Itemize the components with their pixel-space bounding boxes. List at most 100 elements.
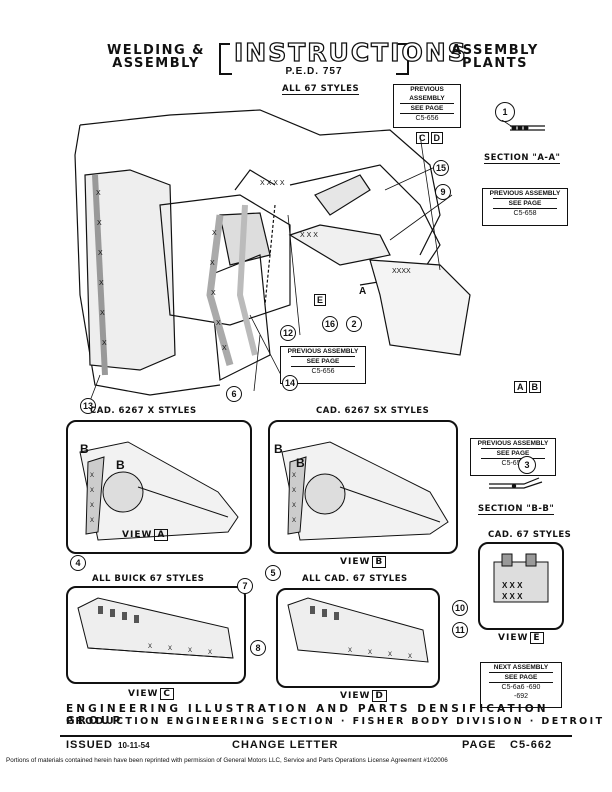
view-c-word: VIEW xyxy=(128,689,159,699)
caption-all-cad-67: ALL CAD. 67 STYLES xyxy=(302,574,408,584)
svg-text:X: X xyxy=(90,503,94,509)
ref-box-prev-4: PREVIOUS ASSEMBLY SEE PAGE C5-658 xyxy=(470,438,556,476)
svg-text:X: X xyxy=(90,488,94,494)
title-bracket-lines xyxy=(219,43,409,75)
header-right-line2: PLANTS xyxy=(462,56,528,71)
svg-text:X: X xyxy=(90,518,94,524)
ref-box-page: C5-656 xyxy=(415,115,439,122)
panel-view-a: X X X X B B xyxy=(66,420,252,554)
header-title: INSTRUCTIONS xyxy=(233,37,468,67)
footer-division-line: PRODUCTION ENGINEERING SECTION · FISHER … xyxy=(66,716,605,727)
next-box-page: C5-6a6 -690 xyxy=(501,684,541,691)
header-left-line1: WELDING & xyxy=(106,43,206,58)
svg-text:X: X xyxy=(222,345,227,352)
footer-rule xyxy=(60,735,572,737)
svg-text:X: X xyxy=(211,290,216,297)
header-ped: P.E.D. 757 xyxy=(285,66,343,77)
section-bb-label: SECTION "B-B" xyxy=(478,504,555,515)
ref-box-title: PREVIOUS ASSEMBLY xyxy=(409,86,445,102)
letter-b: B xyxy=(528,381,541,393)
section-b-left: B xyxy=(80,442,89,456)
ref-box-title: PREVIOUS ASSEMBLY xyxy=(477,440,549,447)
section-b-right: B xyxy=(296,456,305,470)
letter-c: C xyxy=(416,132,429,144)
caption-all-buick-67: ALL BUICK 67 STYLES xyxy=(92,574,205,584)
view-b-letter: B xyxy=(372,556,387,568)
svg-text:X X X: X X X xyxy=(300,232,318,239)
section-arrow-a: A xyxy=(359,286,367,297)
svg-text:X: X xyxy=(100,310,105,317)
header-right: ASSEMBLY PLANTS xyxy=(445,44,545,70)
ref-box-see: SEE PAGE xyxy=(493,198,557,209)
next-box-title: NEXT ASSEMBLY xyxy=(493,664,549,671)
callout-4: 4 xyxy=(70,555,86,571)
svg-text:X: X xyxy=(210,260,215,267)
callout-13: 13 xyxy=(80,398,96,414)
page-label: PAGE xyxy=(462,739,497,751)
section-aa-label: SECTION "A-A" xyxy=(484,153,561,164)
svg-text:X: X xyxy=(348,648,352,654)
callout-9: 9 xyxy=(435,184,451,200)
section-bb-sketch xyxy=(489,477,543,489)
ref-box-see: SEE PAGE xyxy=(400,103,454,114)
callout-15: 15 xyxy=(433,160,449,176)
next-box-page2: -692 xyxy=(513,693,528,700)
svg-text:X: X xyxy=(98,250,103,257)
caption-cad-6267-x: CAD. 6267 X STYLES xyxy=(90,406,197,416)
callout-2: 2 xyxy=(346,316,362,332)
view-d-letter: D xyxy=(372,690,387,702)
callout-6: 6 xyxy=(226,386,242,402)
svg-text:X: X xyxy=(96,190,101,197)
view-b-word: VIEW xyxy=(340,557,371,567)
svg-text:X: X xyxy=(292,503,296,509)
svg-text:X X X: X X X xyxy=(502,581,523,590)
callout-1: 1 xyxy=(495,102,515,122)
svg-text:X: X xyxy=(168,646,172,652)
header-right-line1: ASSEMBLY xyxy=(451,43,539,58)
view-a-letter: A xyxy=(154,529,169,541)
issued-label: ISSUED xyxy=(66,739,113,751)
view-e-letter: E xyxy=(530,632,544,644)
ref-box-see: SEE PAGE xyxy=(291,356,355,367)
next-assembly-box: NEXT ASSEMBLY SEE PAGE C5-6a6 -690 -692 xyxy=(480,662,562,708)
svg-text:X: X xyxy=(102,340,107,347)
callout-7: 7 xyxy=(237,578,253,594)
callout-5: 5 xyxy=(265,565,281,581)
caption-all-67-styles: ALL 67 STYLES xyxy=(282,84,360,95)
svg-text:X: X xyxy=(212,230,217,237)
view-a-word: VIEW xyxy=(122,530,153,540)
svg-text:X: X xyxy=(292,488,296,494)
callout-12: 12 xyxy=(280,325,296,341)
svg-text:XXXX: XXXX xyxy=(392,268,411,275)
callout-8: 8 xyxy=(250,640,266,656)
view-e-word: VIEW xyxy=(498,633,529,643)
header-left-line2: ASSEMBLY xyxy=(112,56,200,71)
section-aa-sketch xyxy=(501,120,545,131)
view-c-letter: C xyxy=(160,688,174,700)
svg-text:X: X xyxy=(99,280,104,287)
section-b-left: B xyxy=(274,442,283,456)
ref-box-page: C5-658 xyxy=(501,460,525,467)
ref-box-title: PREVIOUS ASSEMBLY xyxy=(287,348,359,355)
svg-text:X: X xyxy=(90,473,94,479)
svg-text:X: X xyxy=(148,644,152,650)
header-title-frame: INSTRUCTIONS P.E.D. 757 xyxy=(214,37,468,80)
svg-text:X: X xyxy=(216,320,221,327)
ref-box-page: C5-656 xyxy=(311,368,335,375)
ref-box-page: C5-658 xyxy=(513,210,537,217)
svg-text:X: X xyxy=(408,654,412,660)
callout-14: 14 xyxy=(282,375,298,391)
section-b-right: B xyxy=(116,458,125,472)
letter-a: A xyxy=(514,381,527,393)
ref-box-prev-2: PREVIOUS ASSEMBLY SEE PAGE C5-658 xyxy=(482,188,568,226)
